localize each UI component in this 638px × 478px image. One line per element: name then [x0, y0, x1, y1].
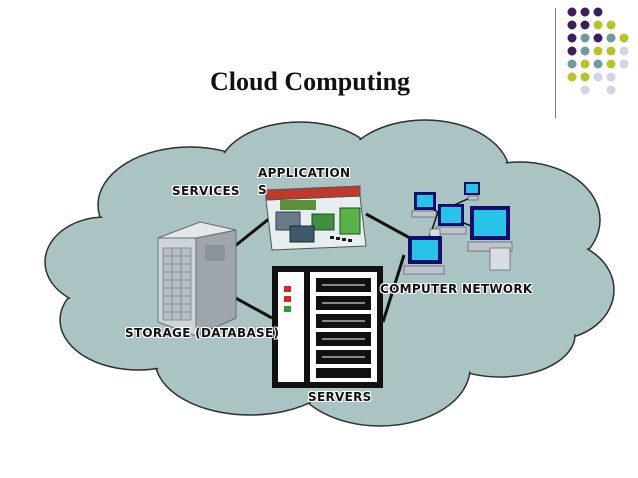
label-storage-database: STORAGE (DATABASE) [125, 326, 280, 340]
applications-window-icon [265, 185, 367, 251]
connector-storage-applications [229, 216, 271, 252]
server-rack-icon [272, 266, 383, 388]
label-computer-network: COMPUTER NETWORK [380, 282, 533, 296]
decorative-dot-grid [567, 7, 629, 95]
slide-title: Cloud Computing [209, 67, 411, 96]
label-services: SERVICES [172, 184, 240, 198]
connector-storage-servers [231, 294, 273, 320]
storage-tower-icon [157, 221, 237, 337]
label-applications: APPLICATIONS [258, 166, 351, 197]
connector-lines [229, 212, 411, 323]
cloud-shape [44, 119, 615, 427]
connector-applications-network [365, 212, 411, 240]
label-servers: SERVERS [308, 390, 372, 404]
title-divider-line [555, 8, 556, 118]
computer-network-icon [403, 182, 513, 275]
connector-servers-network [381, 254, 406, 323]
